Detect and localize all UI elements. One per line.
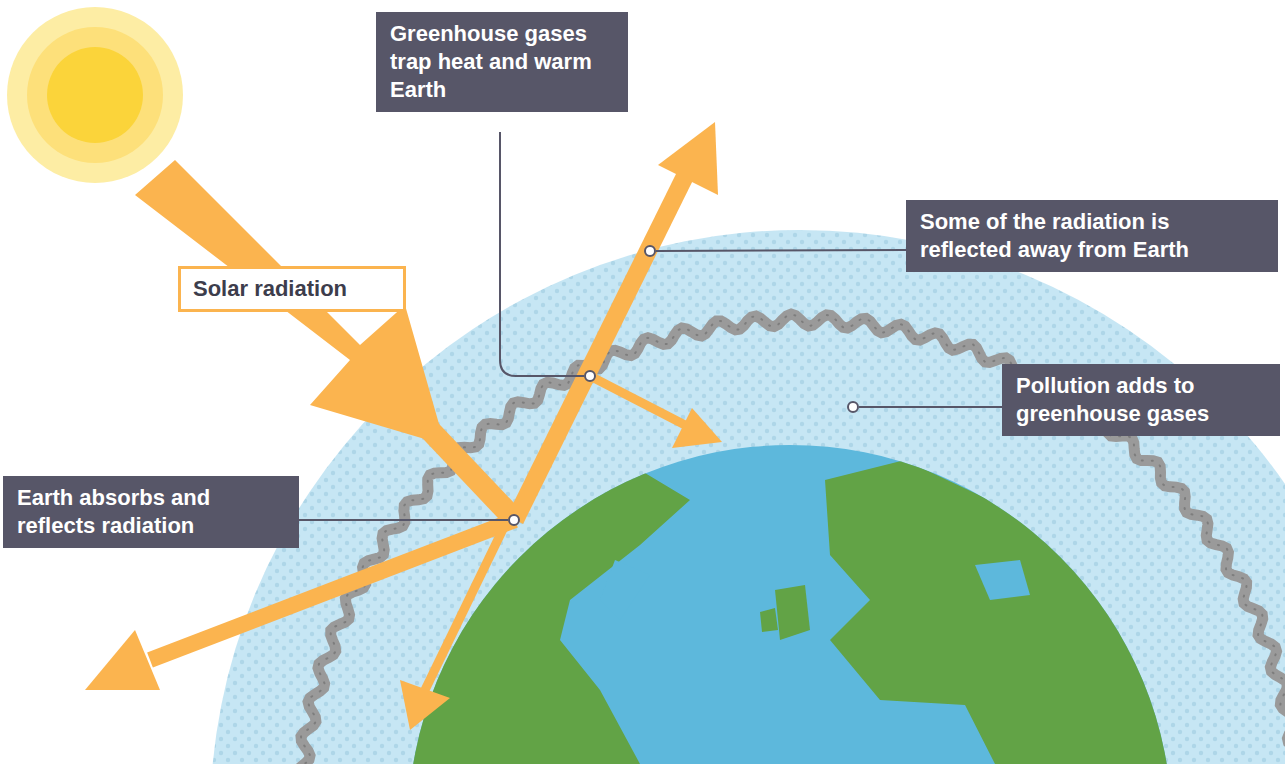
label-box: Solar radiation xyxy=(178,266,406,312)
callout-text: Some of the radiation is reflected away … xyxy=(920,208,1264,264)
callout-box: Some of the radiation is reflected away … xyxy=(906,200,1278,272)
callout-box: Pollution adds to greenhouse gases xyxy=(1002,364,1280,436)
callout-dots xyxy=(509,246,858,525)
callout-text: Pollution adds to greenhouse gases xyxy=(1016,372,1266,428)
callout-text: Solar radiation xyxy=(193,275,391,303)
callout-box: Greenhouse gases trap heat and warm Eart… xyxy=(376,12,628,112)
leader-lines xyxy=(298,132,1002,520)
sun xyxy=(7,7,183,183)
radiation-arrows xyxy=(85,122,722,730)
callout-text: Earth absorbs and reflects radiation xyxy=(17,484,285,540)
callout-text: Greenhouse gases trap heat and warm Eart… xyxy=(390,20,614,104)
callout-box: Earth absorbs and reflects radiation xyxy=(3,476,299,548)
